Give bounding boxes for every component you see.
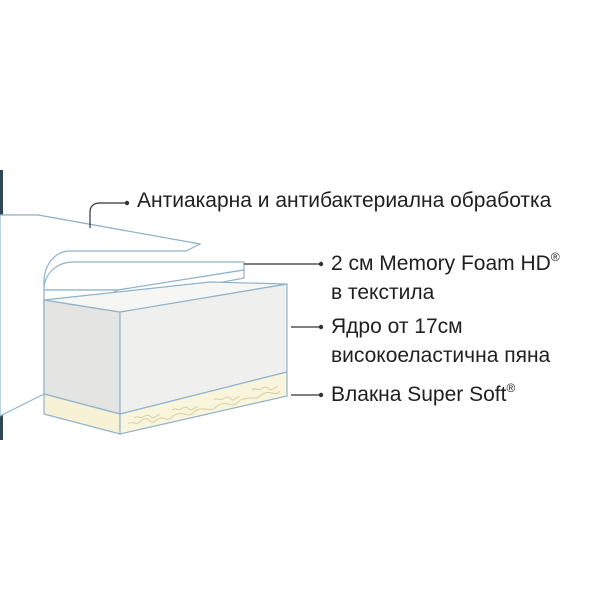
leader-memory-foam-dot <box>318 261 324 267</box>
label-treatment: Антиакарна и антибактериална обработка <box>137 189 552 212</box>
leader-core-dot <box>318 324 324 330</box>
memory-foam-top <box>43 261 245 291</box>
leader-treatment <box>89 202 126 228</box>
fiber-side-face <box>119 371 288 435</box>
fiber-texture <box>127 386 281 425</box>
label-core-line2: високоеластична пяна <box>331 344 551 367</box>
registered-mark: ® <box>550 250 560 264</box>
label-fibers: Влакна Super Soft® <box>331 381 515 409</box>
label-memory-foam: 2 см Memory Foam HD® <box>331 250 560 278</box>
label-memory-foam-line1: 2 см Memory Foam HD <box>331 252 551 275</box>
label-memory-foam-line2: в текстила <box>331 281 435 304</box>
core-top-face <box>43 281 288 313</box>
leader-treatment-dot <box>124 200 130 206</box>
label-core-line1: Ядро от 17см <box>331 315 463 338</box>
leader-fibers-dot <box>318 392 324 398</box>
label-fibers-text: Влакна Super Soft <box>331 383 507 406</box>
registered-mark: ® <box>506 381 516 395</box>
